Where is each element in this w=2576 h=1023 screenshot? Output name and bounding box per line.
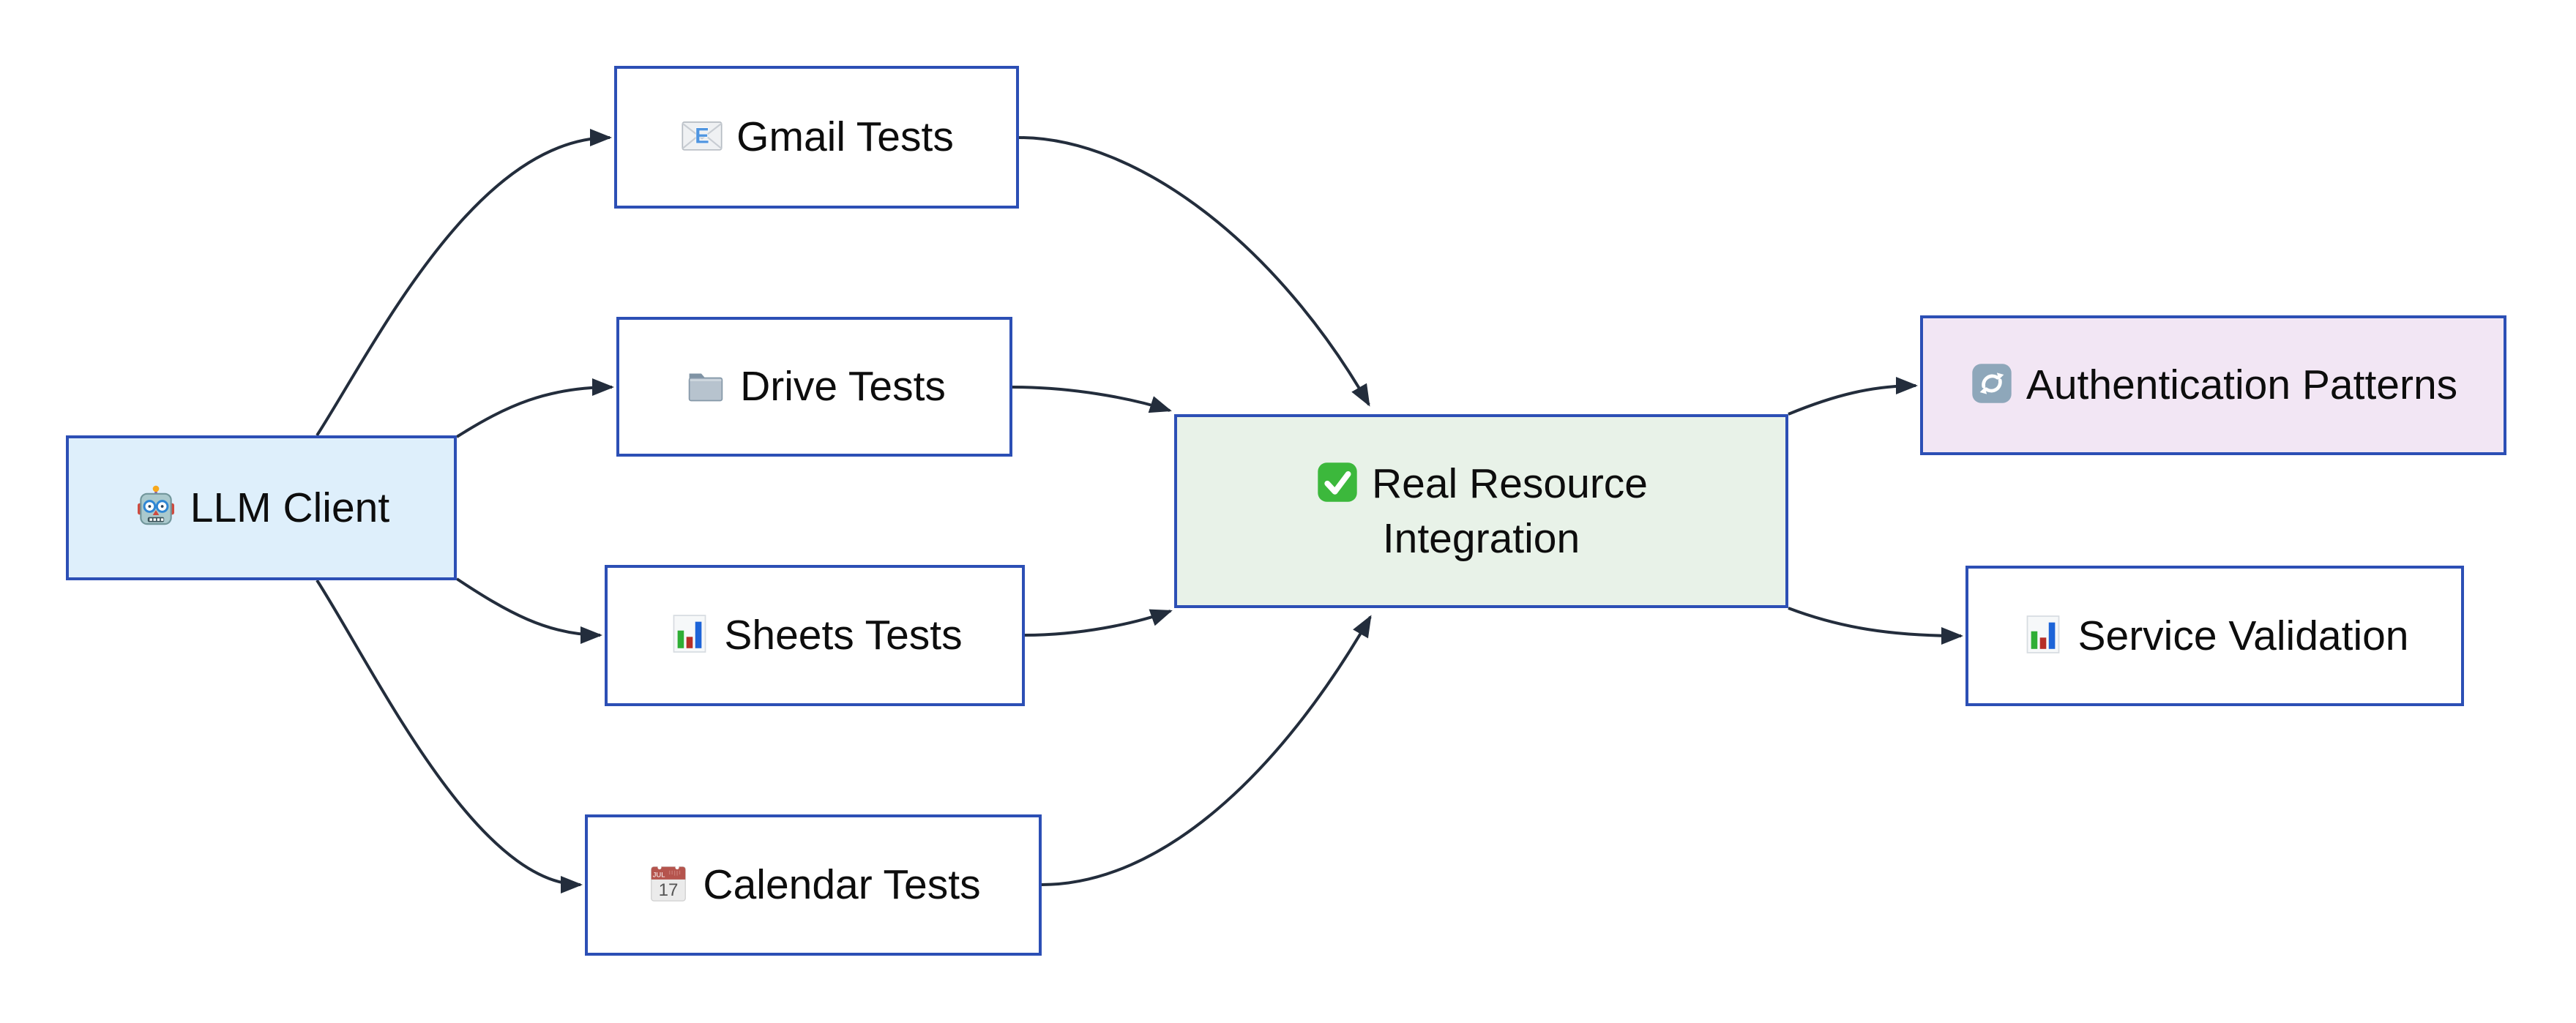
edge-real_resource_integration-service_validation xyxy=(1788,607,1963,645)
robot-icon xyxy=(133,484,179,529)
edge-gmail_tests-real_resource_integration xyxy=(1018,136,1370,407)
node-gmail-tests: E Gmail Tests xyxy=(614,66,1019,209)
node-label: LLM Client xyxy=(190,484,390,531)
node-label: Gmail Tests xyxy=(736,113,954,161)
node-service-validation: Service Validation xyxy=(1965,566,2464,706)
node-content: Sheets Tests xyxy=(608,608,1022,662)
node-sheets-tests: Sheets Tests xyxy=(605,565,1025,706)
folder-icon xyxy=(683,362,728,408)
node-authentication-patterns: Authentication Patterns xyxy=(1920,315,2506,455)
edge-llm_client-sheets_tests xyxy=(455,577,602,644)
edge-drive_tests-real_resource_integration xyxy=(1012,386,1172,413)
edge-sheets_tests-real_resource_integration xyxy=(1024,609,1173,637)
node-content: Drive Tests xyxy=(619,359,1009,413)
node-label: Drive Tests xyxy=(740,363,946,411)
node-label: Authentication Patterns xyxy=(2026,361,2458,409)
node-real-resource-integration: Real Resource Integration xyxy=(1174,414,1788,608)
node-label: Service Validation xyxy=(2077,612,2409,659)
node-calendar-tests: JUL 17 Calendar Tests xyxy=(585,814,1042,956)
svg-text:E: E xyxy=(695,125,709,149)
node-llm-client: LLM Client xyxy=(66,435,457,580)
edge-llm_client-calendar_tests xyxy=(316,579,583,893)
node-drive-tests: Drive Tests xyxy=(616,317,1012,457)
node-content: JUL 17 Calendar Tests xyxy=(588,858,1039,912)
edge-llm_client-gmail_tests xyxy=(316,129,612,437)
node-label: Calendar Tests xyxy=(703,861,981,909)
node-label: Sheets Tests xyxy=(724,612,963,659)
svg-text:JUL: JUL xyxy=(653,872,665,880)
check-icon xyxy=(1315,460,1360,505)
node-content: Authentication Patterns xyxy=(1923,358,2504,412)
edge-calendar_tests-real_resource_integration xyxy=(1041,615,1372,886)
bar-chart-icon xyxy=(667,611,712,656)
node-content: E Gmail Tests xyxy=(617,110,1016,164)
edge-llm_client-drive_tests xyxy=(455,378,614,438)
calendar-icon: JUL 17 xyxy=(646,861,691,906)
node-content: LLM Client xyxy=(69,481,454,535)
edge-real_resource_integration-authentication_patterns xyxy=(1788,377,1918,416)
email-icon: E xyxy=(679,113,725,158)
node-label: Real Resource Integration xyxy=(1371,460,1648,562)
node-content: Real Resource Integration xyxy=(1177,457,1785,565)
svg-text:17: 17 xyxy=(659,881,679,901)
bar-chart-icon xyxy=(2020,612,2066,657)
node-content: Service Validation xyxy=(1968,609,2461,663)
sync-icon xyxy=(1969,361,2015,406)
